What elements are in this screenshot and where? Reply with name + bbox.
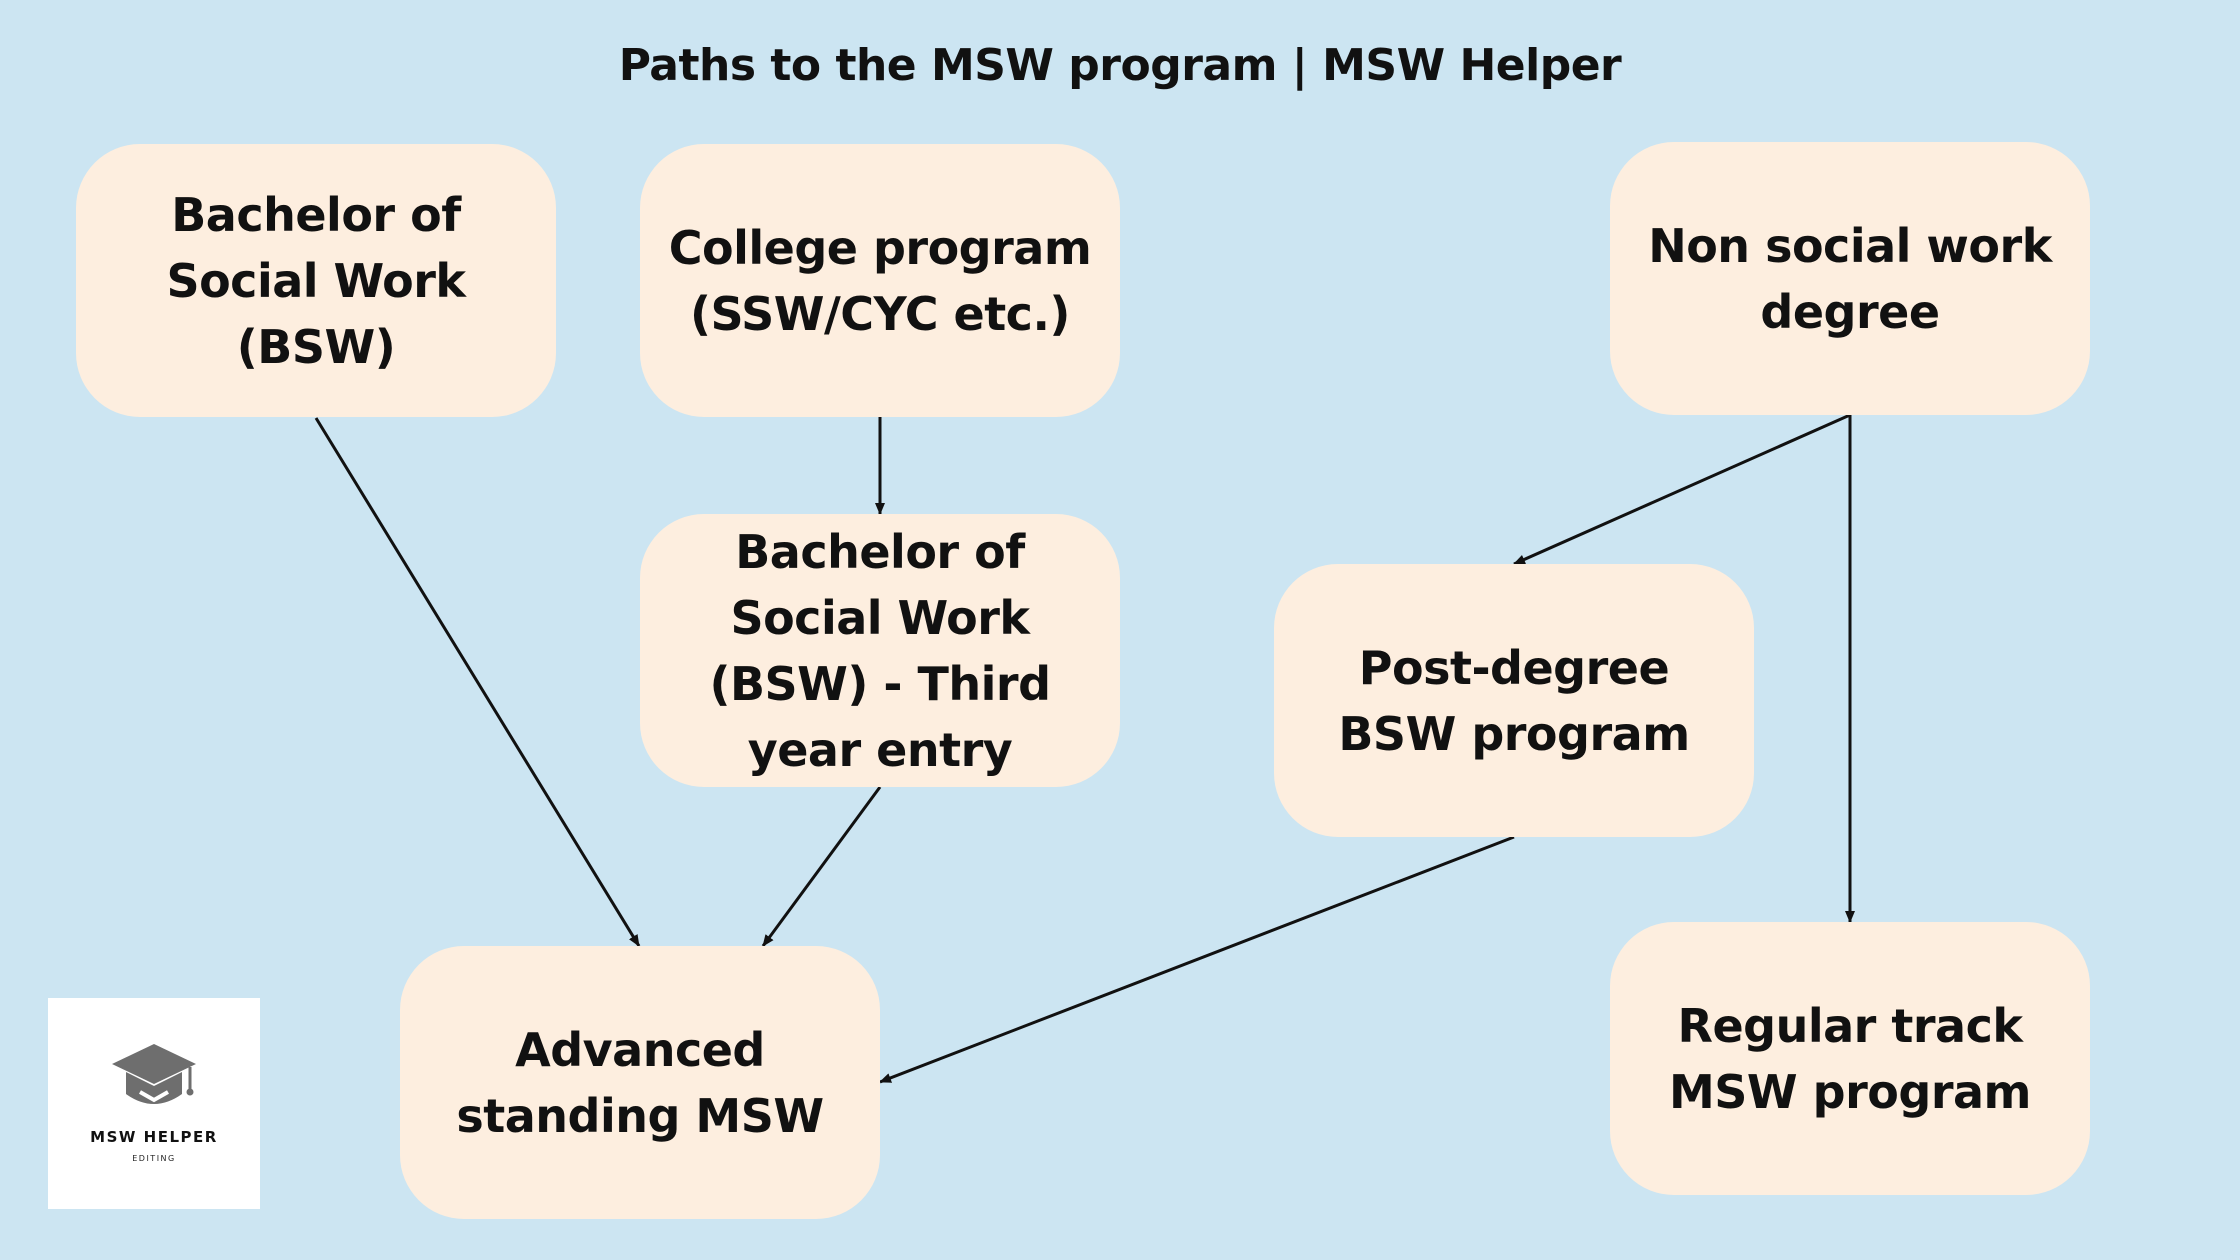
node-label: Bachelor of Social Work (BSW) xyxy=(166,187,466,374)
node-label: Regular track MSW program xyxy=(1669,998,2031,1119)
graduation-cap-icon xyxy=(112,1044,196,1104)
node-label: Non social work degree xyxy=(1648,218,2052,339)
node-regular-track-msw: Regular track MSW program xyxy=(1610,922,2090,1195)
arrow-postdeg-to-advanced xyxy=(879,835,1515,1084)
node-label: Bachelor of Social Work (BSW) - Third ye… xyxy=(709,524,1051,777)
node-post-degree-bsw: Post-degree BSW program xyxy=(1274,564,1754,837)
msw-helper-logo: MSW HELPER EDITING xyxy=(48,998,260,1209)
arrow-bsw-third-to-advanced xyxy=(761,786,882,947)
node-non-social-work-degree: Non social work degree xyxy=(1610,142,2090,415)
logo-name: MSW HELPER xyxy=(90,1128,218,1146)
arrow-bsw-to-advanced xyxy=(314,417,641,947)
node-label: Advanced standing MSW xyxy=(456,1022,824,1143)
node-bachelor-social-work: Bachelor of Social Work (BSW) xyxy=(76,144,556,417)
node-college-program: College program (SSW/CYC etc.) xyxy=(640,144,1120,417)
node-label: College program (SSW/CYC etc.) xyxy=(668,220,1092,341)
node-bsw-third-year-entry: Bachelor of Social Work (BSW) - Third ye… xyxy=(640,514,1120,787)
diagram-title: Paths to the MSW program | MSW Helper xyxy=(618,40,1622,91)
arrow-nonsw-to-postdeg xyxy=(1513,413,1851,566)
node-label: Post-degree BSW program xyxy=(1338,640,1690,761)
node-advanced-standing-msw: Advanced standing MSW xyxy=(400,946,880,1219)
logo-subtitle: EDITING xyxy=(132,1154,176,1163)
